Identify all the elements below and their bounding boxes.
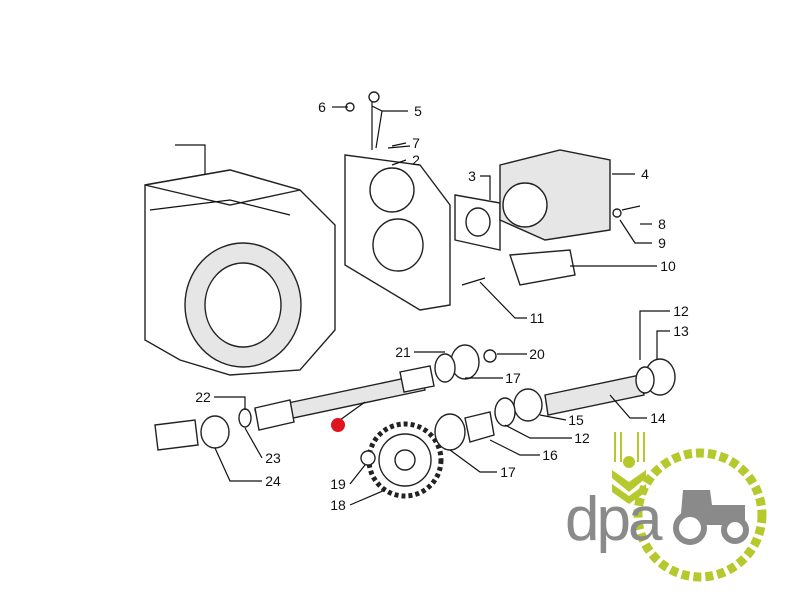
tractor-icon [673, 490, 749, 545]
gear [360, 411, 495, 499]
wheat-icon [612, 432, 646, 504]
part-label-12: 12 [673, 303, 689, 319]
part-label-2: 2 [412, 152, 420, 168]
part-label-7: 7 [412, 135, 420, 151]
part-label-22: 22 [195, 389, 211, 405]
part-label-18: 18 [330, 497, 346, 513]
part-label-15: 15 [568, 412, 584, 428]
logo-text: dpa [565, 485, 663, 554]
part-label-13: 13 [673, 323, 689, 339]
part-label-16: 16 [542, 447, 558, 463]
part-label-19: 19 [330, 476, 346, 492]
part-label-20: 20 [529, 346, 545, 362]
part-label-17: 17 [505, 370, 521, 386]
gasket-and-housing [454, 149, 641, 286]
part-label-12: 12 [574, 430, 590, 446]
part-label-24: 24 [265, 473, 281, 489]
part-label-8: 8 [658, 216, 666, 232]
main-shaft [154, 344, 497, 451]
part-label-11: 11 [530, 310, 545, 326]
transmission-housing [144, 144, 336, 376]
leader-lines [214, 105, 670, 506]
cover-plate [344, 91, 451, 311]
part-label-9: 9 [658, 235, 666, 251]
highlight-marker [331, 418, 345, 432]
dpa-logo: dpa [565, 432, 767, 582]
gear-ring-icon [633, 448, 767, 582]
part-label-14: 14 [650, 410, 666, 426]
part-label-4: 4 [641, 166, 649, 182]
part-label-17: 17 [500, 464, 516, 480]
part-label-10: 10 [660, 258, 676, 274]
part-label-23: 23 [265, 450, 281, 466]
part-label-3: 3 [468, 168, 476, 184]
output-shaft [494, 358, 676, 427]
part-label-6: 6 [318, 99, 326, 115]
part-label-5: 5 [414, 103, 422, 119]
part-label-21: 21 [395, 344, 411, 360]
